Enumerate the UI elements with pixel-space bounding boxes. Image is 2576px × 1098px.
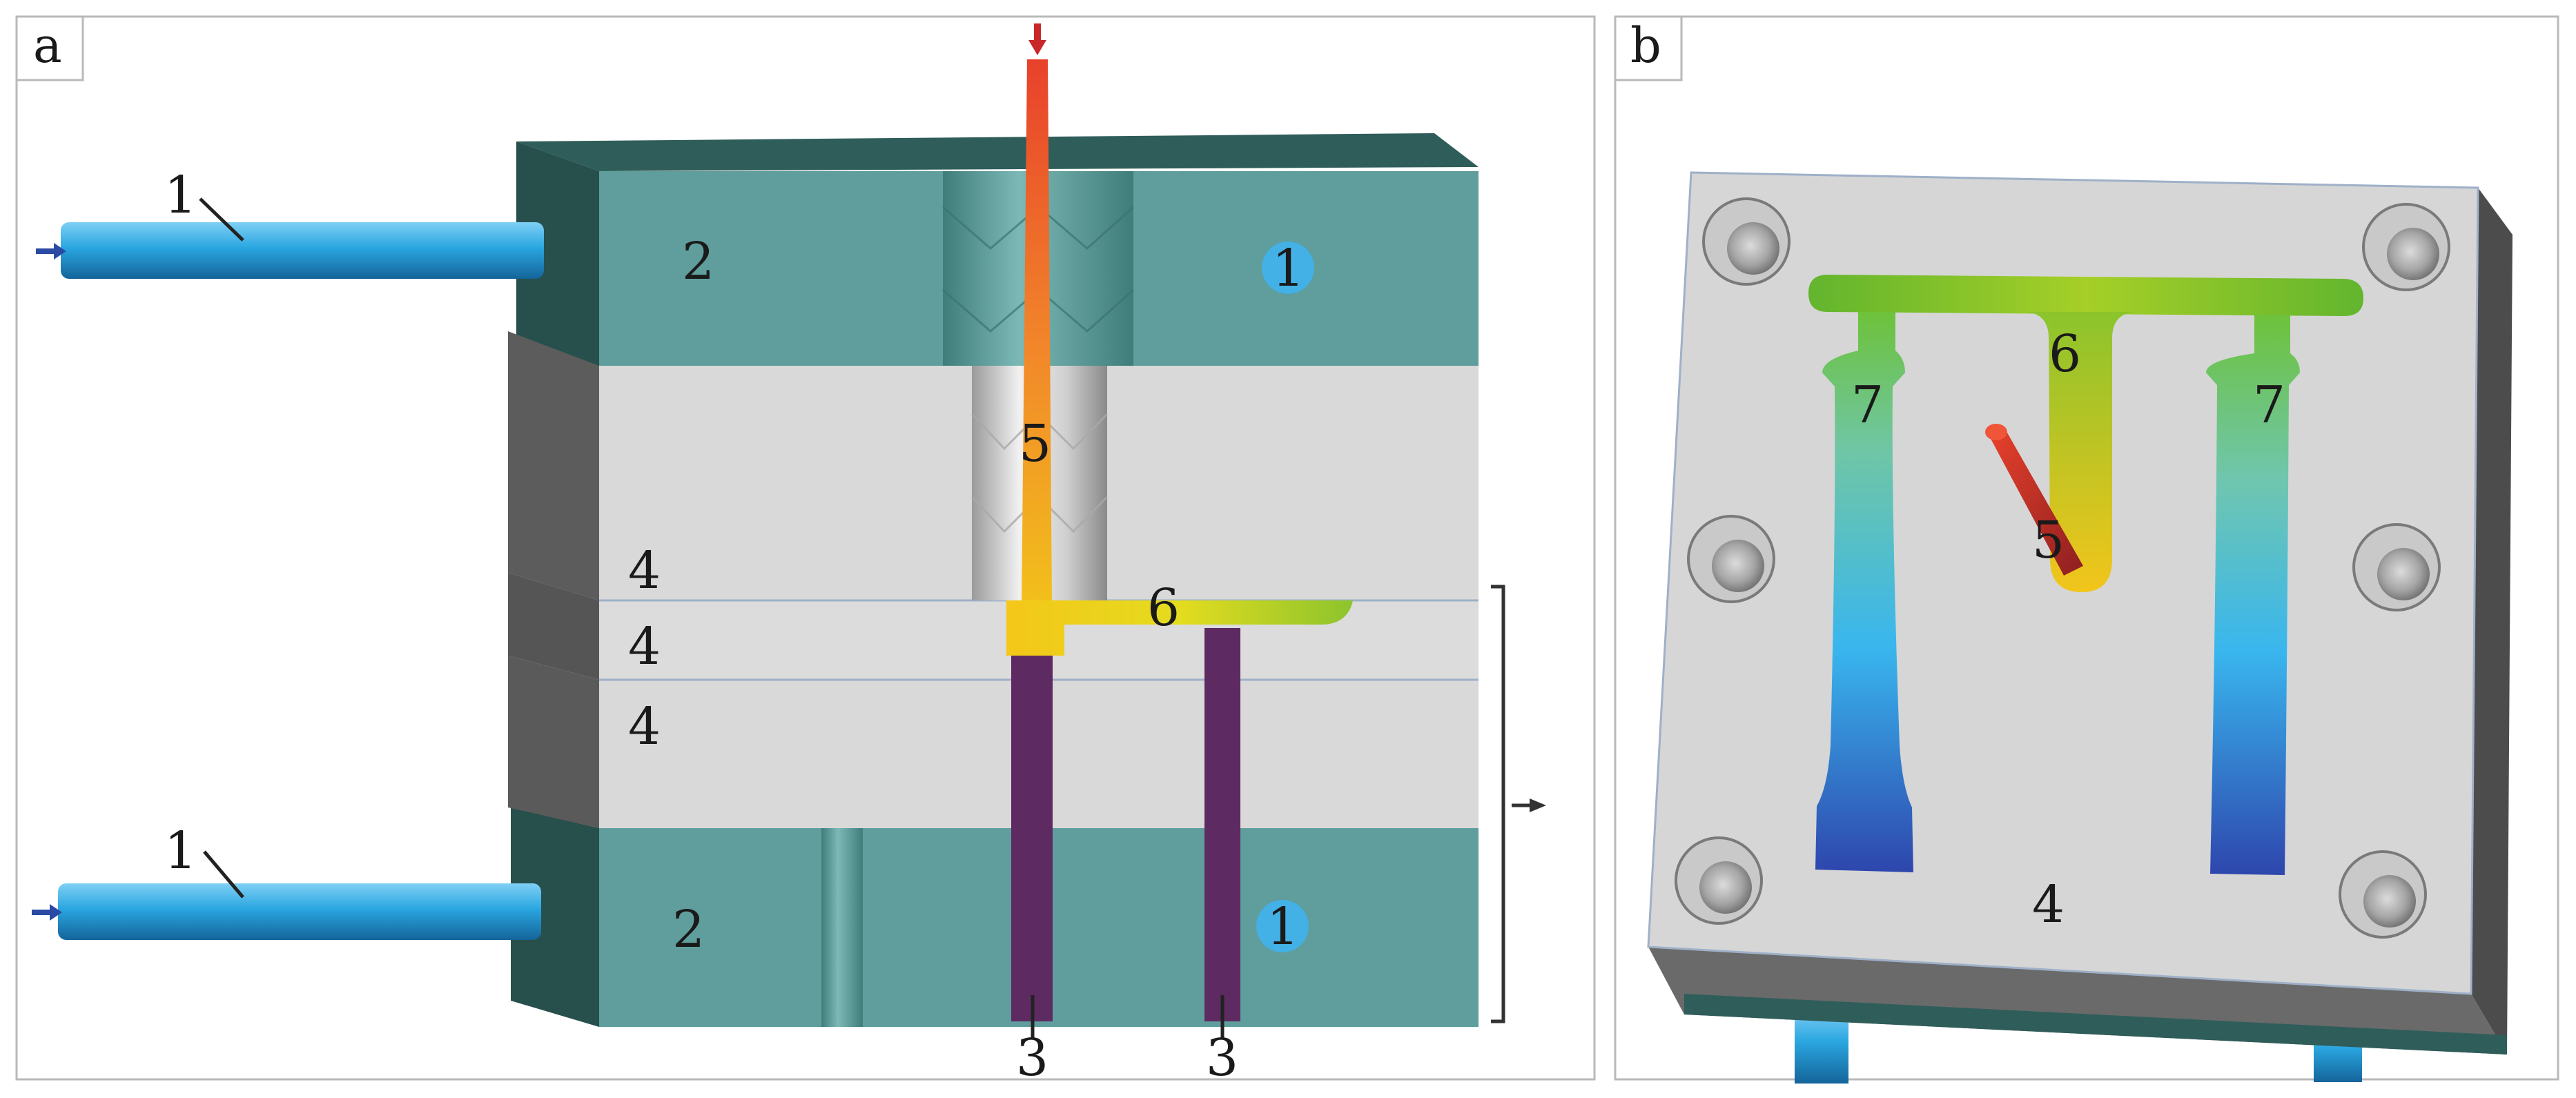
plate-b-bottom-under bbox=[1684, 994, 2507, 1055]
label-plate: 4 bbox=[628, 617, 661, 676]
label-runner: 6 bbox=[2049, 324, 2081, 384]
plate-side-3 bbox=[508, 656, 599, 828]
pointer-arrow-icon bbox=[1512, 798, 1546, 812]
label-plate: 4 bbox=[628, 697, 661, 756]
panel-b: b 6 7 7 5 4 bbox=[1614, 15, 2559, 1084]
inflow-arrow-icon bbox=[36, 243, 66, 259]
ejector-left bbox=[1011, 656, 1053, 1021]
label-cavity: 7 bbox=[1851, 375, 1884, 435]
panel-b-tag: b bbox=[1630, 17, 1661, 74]
cooling-pipe-top bbox=[61, 222, 544, 279]
hole-icon bbox=[2339, 850, 2427, 939]
label-plate: 4 bbox=[628, 541, 661, 600]
bushing-bottom bbox=[821, 828, 863, 1027]
cooling-marker-top bbox=[1262, 242, 1314, 294]
runner-stem bbox=[2049, 312, 2112, 592]
cavity-left bbox=[1815, 312, 1913, 872]
label-cooling-pipe: 1 bbox=[164, 821, 197, 881]
runner-a bbox=[1006, 600, 1353, 656]
hole-icon bbox=[1702, 197, 1790, 286]
cooling-marker-bottom bbox=[1256, 900, 1309, 952]
panel-b-tag-box bbox=[1614, 15, 1683, 81]
mold-top-back bbox=[516, 133, 1479, 171]
label-plate: 4 bbox=[2032, 875, 2065, 934]
hole-icon bbox=[2352, 523, 2441, 611]
mold-left-side-bottom bbox=[511, 807, 599, 1027]
sprue-pin bbox=[1985, 424, 2083, 576]
panel-a-tag-box bbox=[15, 15, 84, 81]
label-sprue: 5 bbox=[2032, 511, 2065, 570]
label-cavity: 7 bbox=[2253, 375, 2285, 435]
inflow-arrow-icon bbox=[32, 904, 62, 921]
sprue bbox=[1022, 59, 1052, 604]
hole-icon bbox=[1687, 515, 1775, 603]
bracket-icon bbox=[1491, 585, 1505, 1023]
plate-side-1 bbox=[508, 331, 599, 600]
inflow-arrow-icon bbox=[1028, 23, 1046, 55]
label-mold-plate: 2 bbox=[672, 900, 705, 959]
cooling-pipe-bottom bbox=[58, 883, 541, 940]
mold-left-side-top bbox=[516, 141, 599, 366]
label-cooling-circle: 1 bbox=[1267, 897, 1299, 957]
label-runner: 6 bbox=[1147, 578, 1180, 638]
panel-a-tag: a bbox=[33, 17, 62, 74]
ejector-right bbox=[1204, 628, 1240, 1021]
label-ejector: 3 bbox=[1016, 1028, 1048, 1088]
hole-icon bbox=[1675, 836, 1763, 925]
cavity-right bbox=[2206, 315, 2300, 875]
plate-b-right-side bbox=[2471, 188, 2512, 1055]
label-ejector: 3 bbox=[1206, 1028, 1238, 1088]
label-cooling-circle: 1 bbox=[1272, 239, 1305, 298]
runner-b bbox=[1808, 275, 2363, 316]
leader-line bbox=[203, 850, 244, 899]
leader-line bbox=[199, 197, 244, 242]
label-cooling-pipe: 1 bbox=[164, 166, 197, 225]
hole-icon bbox=[2362, 203, 2450, 291]
label-sprue: 5 bbox=[1019, 414, 1051, 473]
plate-side-2 bbox=[508, 573, 599, 680]
panel-a: a bbox=[15, 15, 1596, 1088]
label-mold-plate: 2 bbox=[682, 232, 714, 291]
